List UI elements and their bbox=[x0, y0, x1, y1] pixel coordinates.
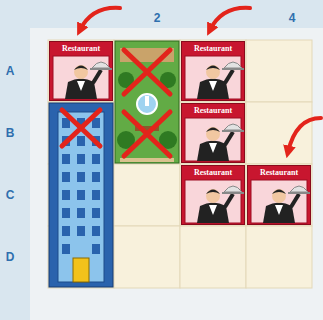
tile-title: Restaurant bbox=[182, 104, 244, 117]
row-letter: A bbox=[0, 62, 20, 80]
board-frame bbox=[30, 28, 323, 320]
board-grid bbox=[48, 40, 312, 288]
tile-title: Restaurant bbox=[50, 42, 112, 55]
row-letter: D bbox=[0, 248, 20, 266]
tile-title: Restaurant bbox=[248, 166, 310, 179]
column-number: 4 bbox=[282, 9, 302, 27]
hotel-tile bbox=[49, 103, 113, 287]
row-letter: B bbox=[0, 124, 20, 142]
restaurant-tile: Restaurant bbox=[181, 165, 245, 225]
restaurant-tile: Restaurant bbox=[181, 41, 245, 101]
cross-marks bbox=[62, 50, 170, 156]
restaurant-tile: Restaurant bbox=[49, 41, 113, 101]
restaurant-tile: Restaurant bbox=[181, 103, 245, 163]
tile-title: Restaurant bbox=[182, 42, 244, 55]
row-letter: C bbox=[0, 186, 20, 204]
tile-title: Restaurant bbox=[182, 166, 244, 179]
waiter-illustrations bbox=[53, 56, 310, 223]
column-number: 2 bbox=[147, 9, 167, 27]
pointer-arrows bbox=[80, 8, 321, 152]
restaurant-tile: Restaurant bbox=[247, 165, 311, 225]
park-tile bbox=[115, 41, 179, 163]
